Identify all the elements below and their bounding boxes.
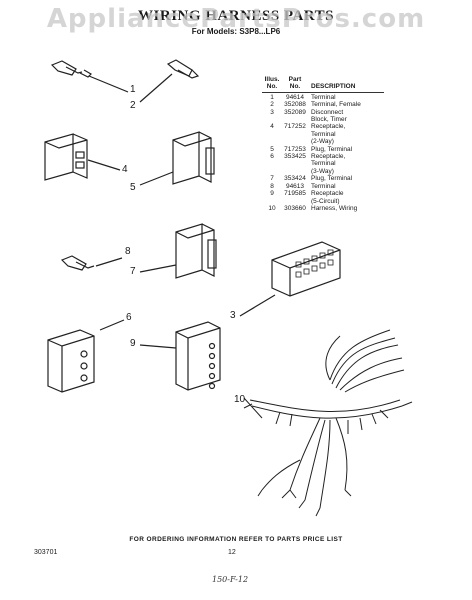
- callout-2: 2: [130, 100, 136, 111]
- receptacle-9-drawing: [139, 321, 221, 391]
- legend-row: 8 94613 Terminal: [262, 183, 384, 190]
- illus-no: 1: [270, 93, 274, 101]
- part-no: 353424: [284, 175, 306, 183]
- description: Terminal, Female: [311, 101, 361, 109]
- watermark: AppliancePartsPros.com: [46, 4, 426, 34]
- part-no: 352088: [284, 101, 306, 109]
- legend-row: 10 303660 Harness, Wiring: [262, 205, 384, 212]
- illus-no: 10: [268, 204, 276, 212]
- receptacle-4-drawing: [44, 133, 121, 181]
- page-title: WIRING HARNESS PARTS: [138, 8, 334, 24]
- description: Plug, Terminal: [311, 145, 353, 153]
- illus-no: [262, 116, 282, 123]
- plug-5-drawing: [139, 131, 215, 186]
- part-no: 94613: [285, 182, 305, 190]
- callout-3: 3: [230, 310, 236, 321]
- part-no: 353425: [284, 153, 306, 161]
- description: Harness, Wiring: [311, 204, 358, 212]
- ordering-info-footer: FOR ORDERING INFORMATION REFER TO PARTS …: [129, 536, 343, 543]
- legend-row: 2 352088 Terminal, Female: [262, 101, 384, 108]
- callout-1: 1: [130, 84, 136, 95]
- part-no: 303660: [284, 204, 306, 212]
- callout-10: 10: [234, 394, 246, 405]
- description: (3-Way): [311, 167, 334, 175]
- illus-no: [262, 168, 282, 175]
- legend-row: 1 94614 Terminal: [262, 94, 384, 101]
- description: Receptacle,: [311, 153, 346, 161]
- description: Terminal: [311, 130, 336, 138]
- description: (2-Way): [311, 138, 334, 146]
- illus-no: 8: [270, 182, 274, 190]
- disconnect-block-3-drawing: [239, 241, 341, 317]
- part-no: 717253: [284, 145, 306, 153]
- legend-row: 5 717253 Plug, Terminal: [262, 146, 384, 153]
- illus-no: 7: [270, 175, 274, 183]
- terminal-1-drawing: [50, 60, 129, 93]
- part-no: 352089: [284, 108, 306, 116]
- illus-no: [262, 138, 282, 145]
- part-no: [282, 168, 308, 175]
- wiring-harness-10-drawing: [243, 329, 413, 517]
- legend-row: (3-Way): [262, 168, 384, 175]
- illus-no: [262, 160, 282, 167]
- page-number: 12: [228, 549, 236, 556]
- part-no: [282, 131, 308, 138]
- legend-row: (5-Circuit): [262, 198, 384, 205]
- model-subtitle: For Models: S3P8...LP6: [191, 27, 281, 36]
- terminal-8-drawing: [60, 255, 123, 271]
- legend-row: Terminal: [262, 131, 384, 138]
- part-no: [282, 160, 308, 167]
- callout-8: 8: [125, 246, 131, 257]
- part-no: 717252: [284, 123, 306, 131]
- description: Receptacle,: [311, 123, 346, 131]
- description: (5-Circuit): [311, 197, 340, 205]
- description: Plug, Terminal: [311, 175, 353, 183]
- part-no: [282, 198, 308, 205]
- legend-row: 7 353424 Plug, Terminal: [262, 175, 384, 182]
- callout-6: 6: [126, 312, 132, 323]
- callout-9: 9: [130, 338, 136, 349]
- illus-no: 2: [270, 101, 274, 109]
- description: Disconnect: [311, 108, 344, 116]
- illus-no: [262, 131, 282, 138]
- terminal-2-drawing: [139, 59, 200, 103]
- callout-7: 7: [130, 266, 136, 277]
- part-no: [282, 116, 308, 123]
- part-no: 94614: [285, 93, 305, 101]
- description-header: DESCRIPTION: [311, 83, 356, 91]
- description: Block, Timer: [311, 116, 347, 124]
- legend-row: 6 353425 Receptacle,: [262, 153, 384, 160]
- plug-7-drawing: [139, 223, 217, 279]
- legend-row: Terminal: [262, 160, 384, 167]
- illus-no: [262, 198, 282, 205]
- part-no: [282, 138, 308, 145]
- document-number: 303701: [34, 549, 58, 556]
- legend-row: Block, Timer: [262, 116, 384, 123]
- legend-row: 3 352089 Disconnect: [262, 109, 384, 116]
- description: Receptacle: [311, 190, 344, 198]
- illus-no: 9: [270, 190, 274, 198]
- callout-4: 4: [122, 164, 128, 175]
- illus-no: 3: [270, 108, 274, 116]
- description: Terminal: [311, 160, 336, 168]
- illus-no: 6: [270, 153, 274, 161]
- illus-no-header: Illus. No.: [264, 76, 280, 91]
- legend-row: 4 717252 Receptacle,: [262, 123, 384, 130]
- legend-row: (2-Way): [262, 138, 384, 145]
- receptacle-6-drawing: [47, 319, 125, 393]
- legend-header: Illus. No. Part No. DESCRIPTION: [262, 76, 384, 93]
- illus-no: 5: [270, 145, 274, 153]
- description: Terminal: [311, 93, 336, 101]
- legend-row: 9 719585 Receptacle: [262, 190, 384, 197]
- handwritten-note: 150-F-12: [212, 575, 249, 584]
- part-no: 719585: [284, 190, 306, 198]
- description: Terminal: [311, 182, 336, 190]
- illus-no: 4: [270, 123, 274, 131]
- callout-5: 5: [130, 182, 136, 193]
- part-no-header: Part No.: [288, 76, 302, 91]
